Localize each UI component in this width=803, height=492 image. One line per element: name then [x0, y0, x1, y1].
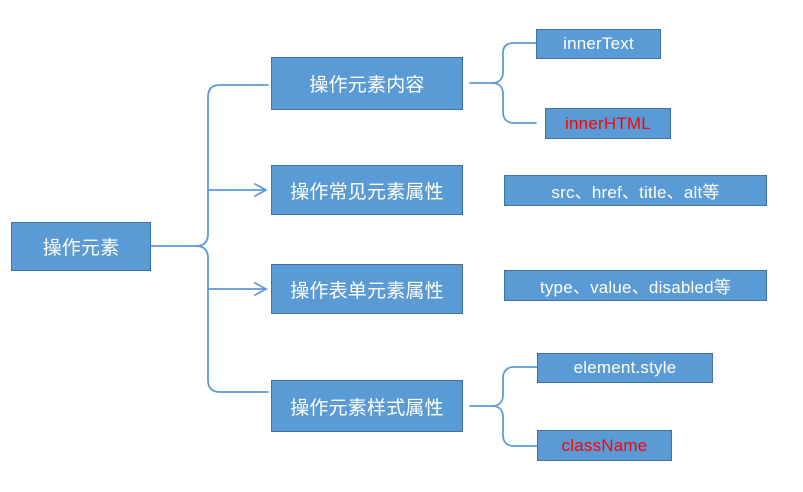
leaf-node-classname-label: className: [561, 435, 648, 455]
branch-node-style-attributes[interactable]: 操作元素样式属性: [271, 380, 463, 432]
leaf-node-form-attributes-list[interactable]: type、value、disabled等: [504, 270, 767, 301]
leaf-node-innertext-label: innerText: [563, 34, 634, 53]
leaf-node-element-style-label: element.style: [573, 358, 677, 377]
branch-node-element-content[interactable]: 操作元素内容: [271, 57, 463, 110]
main-brace-lower: [195, 245, 269, 393]
branch-node-element-content-label: 操作元素内容: [309, 75, 425, 96]
branch-node-form-attributes-label: 操作表单元素属性: [290, 280, 444, 302]
root-node-label: 操作元素: [42, 238, 120, 259]
branch-node-common-attributes[interactable]: 操作常见元素属性: [271, 165, 463, 215]
leaf-node-form-attributes-list-label: type、value、disabled等: [539, 278, 732, 297]
branch4-brace-lower: [491, 405, 538, 447]
leaf-node-element-style[interactable]: element.style: [537, 353, 713, 383]
leaf-node-innerhtml-label: innerHTML: [565, 113, 651, 133]
branch2-arrow-head: [254, 183, 268, 197]
branch1-brace-upper: [491, 42, 537, 84]
branch-node-form-attributes[interactable]: 操作表单元素属性: [271, 264, 463, 314]
leaf-node-common-attributes-list[interactable]: src、href、title、alt等: [504, 175, 767, 206]
branch3-arrow-head: [254, 282, 268, 296]
branch-node-style-attributes-label: 操作元素样式属性: [290, 397, 444, 419]
leaf-node-innertext[interactable]: innerText: [536, 29, 661, 59]
leaf-node-innerhtml[interactable]: innerHTML: [545, 108, 671, 139]
leaf-node-common-attributes-list-label: src、href、title、alt等: [551, 183, 720, 202]
root-node[interactable]: 操作元素: [11, 222, 151, 271]
leaf-node-classname[interactable]: className: [537, 430, 672, 461]
branch-node-common-attributes-label: 操作常见元素属性: [290, 181, 444, 203]
branch4-brace-upper: [491, 366, 538, 407]
branch1-brace-lower: [491, 82, 537, 124]
main-brace-upper: [195, 84, 269, 247]
